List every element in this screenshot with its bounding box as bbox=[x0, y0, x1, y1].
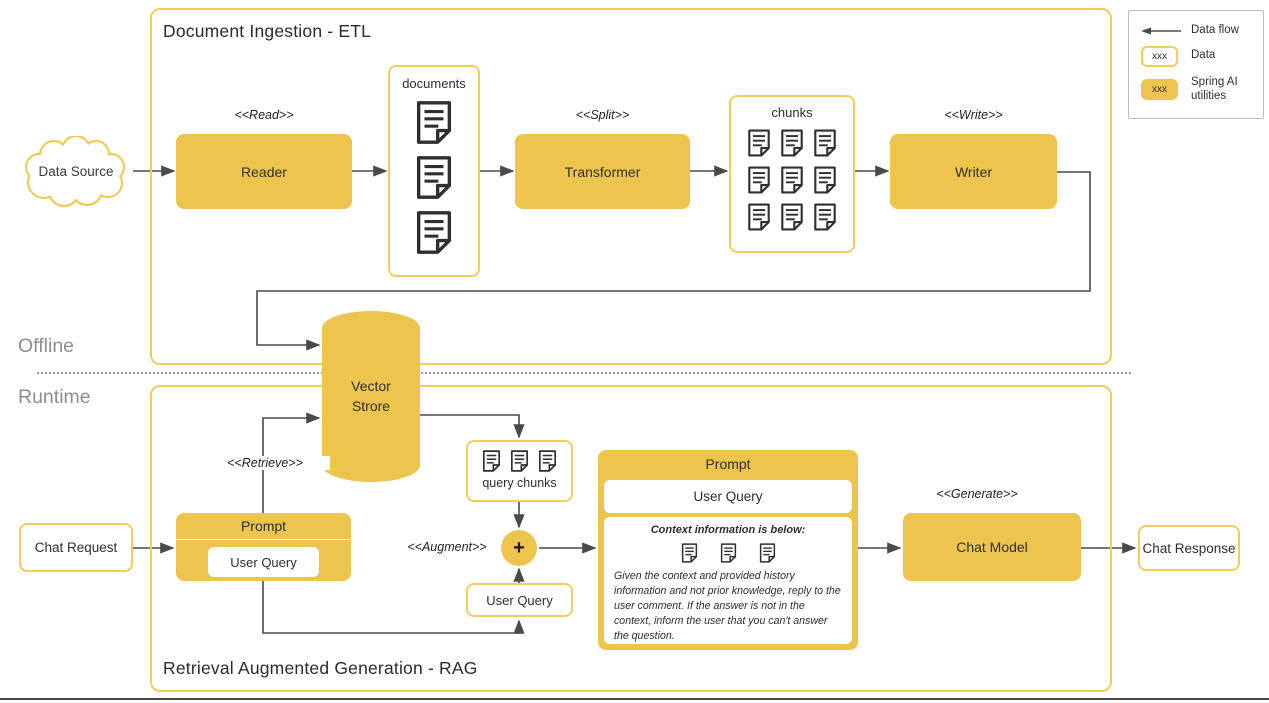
chat-request-label: Chat Request bbox=[34, 540, 118, 555]
read-stereotype: <<Read>> bbox=[234, 108, 294, 122]
retrieve-stereotype: <<Retrieve>> bbox=[200, 456, 330, 470]
document-icon bbox=[759, 542, 776, 564]
runtime-label: Runtime bbox=[18, 386, 91, 408]
vector-store-node: Vector Strore bbox=[322, 311, 420, 482]
data-source-cloud: Data Source bbox=[19, 135, 133, 208]
chunks-icons bbox=[747, 128, 837, 232]
etl-section-title: Document Ingestion - ETL bbox=[163, 21, 372, 41]
document-icon bbox=[813, 202, 837, 232]
document-icon bbox=[538, 449, 557, 473]
etl-section-container bbox=[150, 8, 1112, 365]
legend-row-data: xxx Data bbox=[1141, 45, 1263, 67]
query-chunks-label: query chunks bbox=[482, 476, 557, 490]
augment-plus-node: + bbox=[501, 530, 537, 566]
prompt-big-context: Context information is below: Given the … bbox=[604, 517, 852, 644]
prompt-small-user-query: User Query bbox=[208, 547, 319, 577]
chat-model-node: Chat Model bbox=[903, 513, 1081, 581]
user-query-small-label: User Query bbox=[486, 592, 553, 608]
document-icon bbox=[813, 165, 837, 195]
prompt-big-node: Prompt User Query Context information is… bbox=[598, 450, 858, 650]
split-stereotype: <<Split>> bbox=[575, 108, 630, 122]
chunks-label: chunks bbox=[771, 105, 813, 120]
document-icon bbox=[720, 542, 737, 564]
data-flow-arrow-icon bbox=[1141, 27, 1181, 35]
document-icon bbox=[813, 128, 837, 158]
legend-data-label: Data bbox=[1191, 49, 1216, 62]
chat-response-node: Chat Response bbox=[1138, 525, 1240, 571]
prompt-big-header: Prompt bbox=[705, 456, 751, 472]
offline-label: Offline bbox=[18, 335, 75, 357]
cloud-icon bbox=[25, 135, 125, 207]
document-icon bbox=[747, 128, 771, 158]
document-icon bbox=[415, 209, 453, 256]
legend-spring-label: Spring AI utilities bbox=[1191, 75, 1238, 102]
offline-runtime-divider bbox=[37, 372, 1131, 374]
document-icon bbox=[747, 202, 771, 232]
rag-section-title: Retrieval Augmented Generation - RAG bbox=[163, 658, 478, 678]
document-icon bbox=[415, 99, 453, 146]
reader-label: Reader bbox=[241, 163, 287, 180]
transformer-label: Transformer bbox=[564, 163, 641, 180]
data-source-label: Data Source bbox=[38, 164, 114, 180]
document-icon bbox=[510, 449, 529, 473]
writer-label: Writer bbox=[954, 163, 993, 180]
legend-row-dataflow: Data flow bbox=[1141, 24, 1263, 38]
document-icon bbox=[415, 154, 453, 201]
writer-node: Writer bbox=[890, 134, 1057, 209]
document-icon bbox=[780, 165, 804, 195]
documents-label: documents bbox=[402, 76, 466, 91]
bottom-divider bbox=[0, 698, 1269, 700]
legend: Data flow xxx Data xxx Spring AI utiliti… bbox=[1128, 10, 1264, 119]
augment-stereotype: <<Augment>> bbox=[407, 540, 487, 554]
chunks-node: chunks bbox=[729, 95, 855, 253]
transformer-node: Transformer bbox=[515, 134, 690, 209]
legend-row-spring: xxx Spring AI utilities bbox=[1141, 76, 1263, 104]
documents-icons bbox=[415, 99, 453, 256]
generate-stereotype: <<Generate>> bbox=[936, 487, 1018, 501]
document-icon bbox=[780, 202, 804, 232]
vector-store-label: Vector Strore bbox=[351, 377, 391, 414]
user-query-small-node: User Query bbox=[466, 583, 573, 617]
context-body: Given the context and provided history i… bbox=[614, 570, 841, 643]
chat-request-node: Chat Request bbox=[19, 523, 133, 572]
plus-icon: + bbox=[513, 536, 525, 559]
rag-section-container bbox=[150, 385, 1112, 692]
legend-data-flow-label: Data flow bbox=[1191, 24, 1239, 36]
prompt-small-header: Prompt bbox=[176, 513, 351, 540]
document-icon bbox=[482, 449, 501, 473]
document-icon bbox=[681, 542, 698, 564]
reader-node: Reader bbox=[176, 134, 352, 209]
document-icon bbox=[780, 128, 804, 158]
document-icon bbox=[747, 165, 771, 195]
spring-sample-box: xxx bbox=[1141, 79, 1178, 101]
chat-response-label: Chat Response bbox=[1142, 540, 1236, 556]
data-sample-box: xxx bbox=[1141, 45, 1178, 67]
context-icons bbox=[614, 542, 842, 564]
prompt-big-user-query: User Query bbox=[604, 480, 852, 513]
prompt-small-node: Prompt User Query bbox=[176, 513, 351, 581]
query-chunks-icons bbox=[482, 449, 557, 473]
context-heading: Context information is below: bbox=[650, 524, 806, 536]
chat-model-label: Chat Model bbox=[956, 539, 1028, 555]
write-stereotype: <<Write>> bbox=[944, 108, 1003, 122]
documents-node: documents bbox=[388, 65, 480, 277]
query-chunks-node: query chunks bbox=[466, 440, 573, 502]
